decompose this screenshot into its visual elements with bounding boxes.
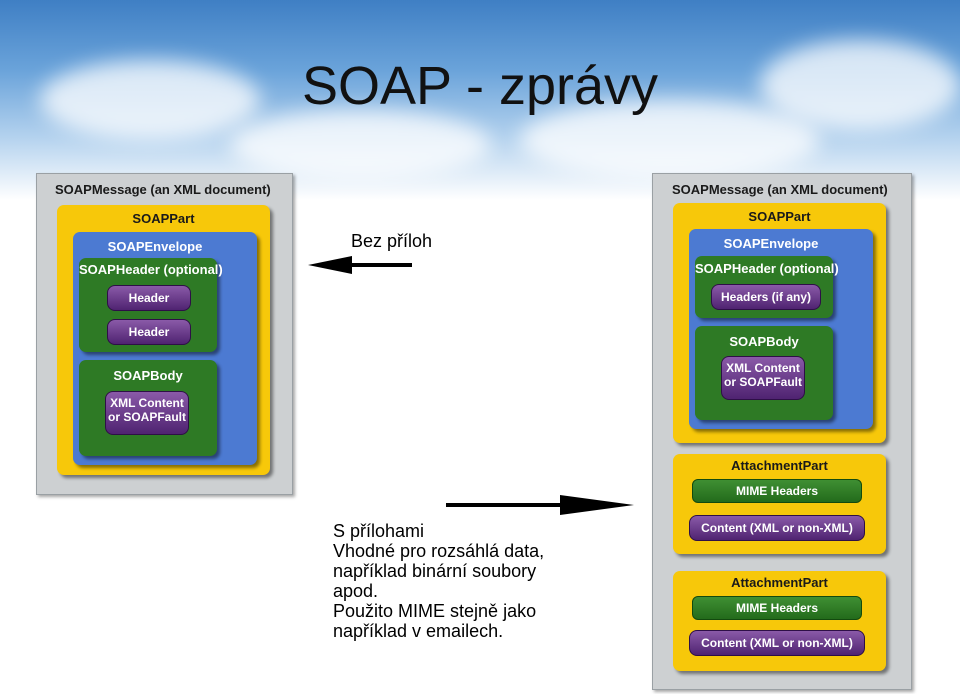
attachment-part-2: AttachmentPart MIME Headers Content (XML… (673, 571, 886, 671)
left-soap-header: SOAPHeader (optional) Header Header (79, 258, 223, 352)
right-headers: Headers (if any) (711, 284, 821, 310)
left-soap-body: SOAPBody XML Content or SOAPFault (79, 360, 217, 456)
left-xml-content: XML Content or SOAPFault (105, 391, 189, 435)
arrow-right (446, 495, 634, 515)
attachment-1-label: AttachmentPart (731, 458, 828, 473)
label-without-attachments: Bez příloh (351, 231, 433, 251)
left-envelope-label: SOAPEnvelope (107, 239, 203, 254)
right-envelope-label: SOAPEnvelope (723, 236, 819, 251)
right-soap-body: SOAPBody XML Content or SOAPFault (695, 326, 833, 420)
with-attachments-line: Použito MIME stejně jako (333, 601, 537, 621)
right-soap-message: SOAPMessage (an XML document) SOAPPart S… (652, 173, 912, 690)
left-header-2: Header (107, 319, 191, 345)
attachment-2-content: Content (XML or non-XML) (689, 630, 865, 656)
left-soap-envelope: SOAPEnvelope SOAPHeader (optional) Heade… (73, 232, 257, 465)
right-part-label: SOAPPart (748, 209, 811, 224)
with-attachments-line: například binární soubory (333, 561, 537, 581)
with-attachments-text: S přílohami Vhodné pro rozsáhlá data, na… (333, 521, 544, 641)
right-soap-part: SOAPPart SOAPEnvelope SOAPHeader (option… (673, 203, 886, 443)
left-header-container-label: SOAPHeader (optional) (79, 262, 223, 277)
right-body-label: SOAPBody (729, 334, 799, 349)
with-attachments-line: S přílohami (333, 521, 425, 541)
sky-background (0, 0, 960, 200)
left-message-label: SOAPMessage (an XML document) (55, 182, 271, 197)
right-xml-content: XML Content or SOAPFault (721, 356, 805, 400)
attachment-2-label: AttachmentPart (731, 575, 828, 590)
with-attachments-line: například v emailech. (333, 621, 504, 641)
left-header-1: Header (107, 285, 191, 311)
right-message-label: SOAPMessage (an XML document) (672, 182, 888, 197)
left-part-label: SOAPPart (132, 211, 195, 226)
left-soap-message: SOAPMessage (an XML document) SOAPPart S… (36, 173, 293, 495)
right-soap-envelope: SOAPEnvelope SOAPHeader (optional) Heade… (689, 229, 873, 429)
left-body-label: SOAPBody (113, 368, 183, 383)
left-soap-part: SOAPPart SOAPEnvelope SOAPHeader (option… (57, 205, 270, 475)
attachment-1-mime-headers: MIME Headers (692, 479, 862, 503)
right-soap-header: SOAPHeader (optional) Headers (if any) (695, 256, 839, 318)
with-attachments-line: Vhodné pro rozsáhlá data, (333, 541, 545, 561)
slide-title: SOAP - zprávy (301, 56, 659, 116)
with-attachments-line: apod. (333, 581, 379, 601)
attachment-2-mime-headers: MIME Headers (692, 596, 862, 620)
attachment-part-1: AttachmentPart MIME Headers Content (XML… (673, 454, 886, 554)
attachment-1-content: Content (XML or non-XML) (689, 515, 865, 541)
arrow-left (308, 256, 412, 274)
right-header-container-label: SOAPHeader (optional) (695, 261, 839, 276)
